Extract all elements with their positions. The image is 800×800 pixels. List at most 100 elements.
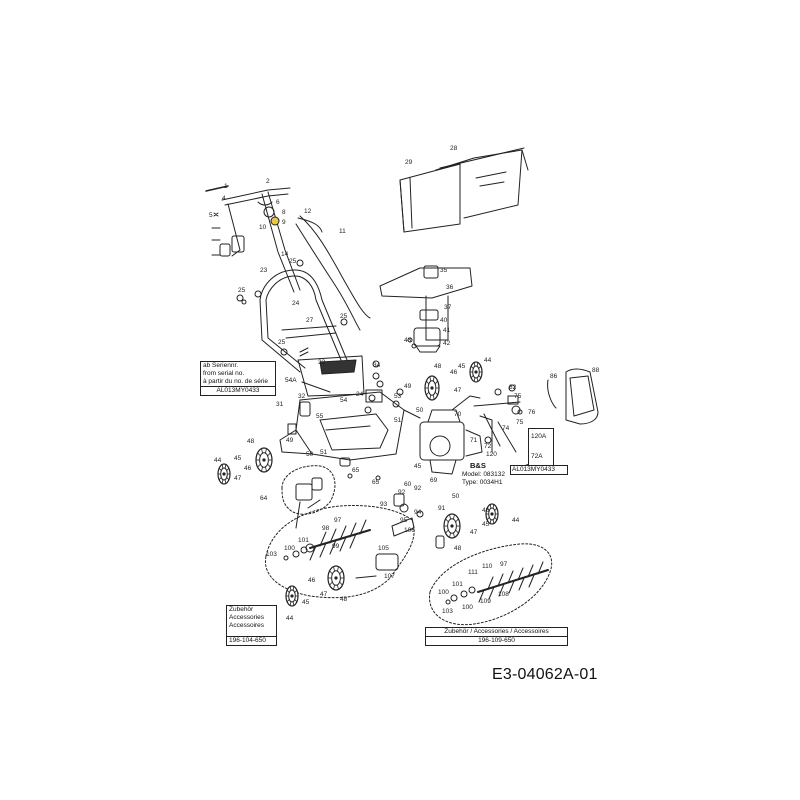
serial-note-line: ab Seriennr. <box>203 362 239 369</box>
callout-label: 48 <box>340 596 348 603</box>
callout-label: 54 <box>340 397 348 404</box>
callout-label: 97 <box>334 517 342 524</box>
callout-label: 25 <box>340 313 348 320</box>
callout-label: 93 <box>380 501 388 508</box>
kit-serial-box: AL013MY0433 <box>510 465 568 475</box>
callout-label: 100 <box>284 545 295 552</box>
wheel <box>285 585 299 607</box>
callout-label: 100 <box>462 604 473 611</box>
accessories-right-box: Zubehör / Accessories / Accessoires 196-… <box>425 627 568 646</box>
callout-label: 2 <box>266 178 270 185</box>
callout-label: 8 <box>282 209 286 216</box>
callout-label: 92 <box>414 485 422 492</box>
callout-label: 92 <box>398 489 406 496</box>
callout-label: 9 <box>282 219 286 226</box>
callout-label: 46 <box>244 465 252 472</box>
callout-label: 100 <box>438 589 449 596</box>
wheel <box>255 447 273 473</box>
wheel <box>424 375 440 401</box>
tine-shaft <box>309 519 371 561</box>
callout-label: 45 <box>482 521 490 528</box>
callout-label: 40 <box>440 317 448 324</box>
callout-label: 44 <box>512 517 520 524</box>
callout-label: 47 <box>454 387 462 394</box>
side-cover <box>547 368 599 425</box>
callout-label: 49 <box>286 437 294 444</box>
engine-model: Model: 083132 <box>462 471 506 478</box>
callout-label: 45 <box>234 455 242 462</box>
callout-label: 42 <box>443 340 451 347</box>
callout-label: 10 <box>259 224 267 231</box>
callout-label: 45 <box>302 599 310 606</box>
callout-label: 109 <box>480 598 491 605</box>
grass-catcher <box>399 147 529 233</box>
callout-label: 1 <box>224 183 228 190</box>
callout-label: 48 <box>454 545 462 552</box>
callout-label: 101 <box>298 537 309 544</box>
callout-label: 44 <box>286 615 294 622</box>
callout-label: 49 <box>404 383 412 390</box>
callout-label: 50 <box>452 493 460 500</box>
engine-brand: B&S <box>470 461 486 470</box>
kit-part-b: 72A <box>531 453 543 460</box>
callout-label: 50 <box>306 451 314 458</box>
callout-label: 70 <box>454 411 462 418</box>
callout-label: 45 <box>414 463 422 470</box>
callout-label: 48 <box>247 438 255 445</box>
callout-label: 111 <box>468 569 478 576</box>
callout-label: 4 <box>222 195 226 202</box>
callout-label: 65 <box>372 479 380 486</box>
callout-label: 32 <box>298 393 306 400</box>
upper-handle <box>205 185 301 293</box>
callout-label: 65 <box>352 467 360 474</box>
callout-label: 71 <box>470 437 478 444</box>
callout-label: 11 <box>339 228 346 235</box>
wheel <box>327 565 345 591</box>
wheel <box>217 463 231 485</box>
callout-label: 95 <box>400 517 408 524</box>
callout-label: 25 <box>278 339 286 346</box>
callout-label: 31 <box>276 401 284 408</box>
serial-note-line: à partir du no. de série <box>203 378 269 385</box>
callout-label: 64 <box>260 495 268 502</box>
callout-label: 50 <box>416 407 424 414</box>
callout-label: 12 <box>304 208 312 215</box>
accessories-right-part-no: 196-109-650 <box>426 636 567 645</box>
kit-note-box: 120A 72A <box>528 428 554 465</box>
callout-label: 106 <box>404 527 415 534</box>
callout-label: 105 <box>378 545 389 552</box>
wheel <box>485 503 499 525</box>
callout-label: 97 <box>500 561 508 568</box>
small-parts <box>236 294 523 605</box>
wheel <box>469 361 483 383</box>
callout-label: 107 <box>384 573 395 580</box>
callout-label: 23 <box>260 267 268 274</box>
callout-label: 51 <box>394 417 402 424</box>
callout-label: 48 <box>434 363 442 370</box>
callout-labels: 1 2 4 5 6 8 9 10 12 11 14 25 23 24 25 27… <box>209 145 600 622</box>
accessories-left-part-no: 196-104-650 <box>227 636 276 645</box>
callout-label: 72 <box>484 443 492 450</box>
callout-label: 75 <box>514 393 522 400</box>
accessories-left-line: Accessoires <box>229 622 265 629</box>
accessories-left-line: Zubehör <box>229 606 254 613</box>
callout-label: 28 <box>450 145 458 152</box>
deck-housing <box>279 389 421 461</box>
engine-top-assembly <box>379 265 473 353</box>
callout-label: 101 <box>452 581 463 588</box>
serial-note-ref: 54A <box>285 377 297 384</box>
callout-label: 55 <box>316 413 324 420</box>
callout-label: 37 <box>444 304 452 311</box>
callout-label: 45 <box>458 363 466 370</box>
callout-label: 47 <box>320 591 328 598</box>
callout-label: 53 <box>394 393 402 400</box>
callout-label: 99 <box>332 543 340 550</box>
callout-label: 43 <box>404 337 412 344</box>
callout-label: 29 <box>405 159 413 166</box>
engine <box>419 395 483 475</box>
callout-label: 34 <box>373 362 381 369</box>
lower-handle <box>254 259 353 373</box>
callout-label: 76 <box>528 409 536 416</box>
callout-label: 60 <box>404 481 412 488</box>
callout-label: 75 <box>516 419 524 426</box>
